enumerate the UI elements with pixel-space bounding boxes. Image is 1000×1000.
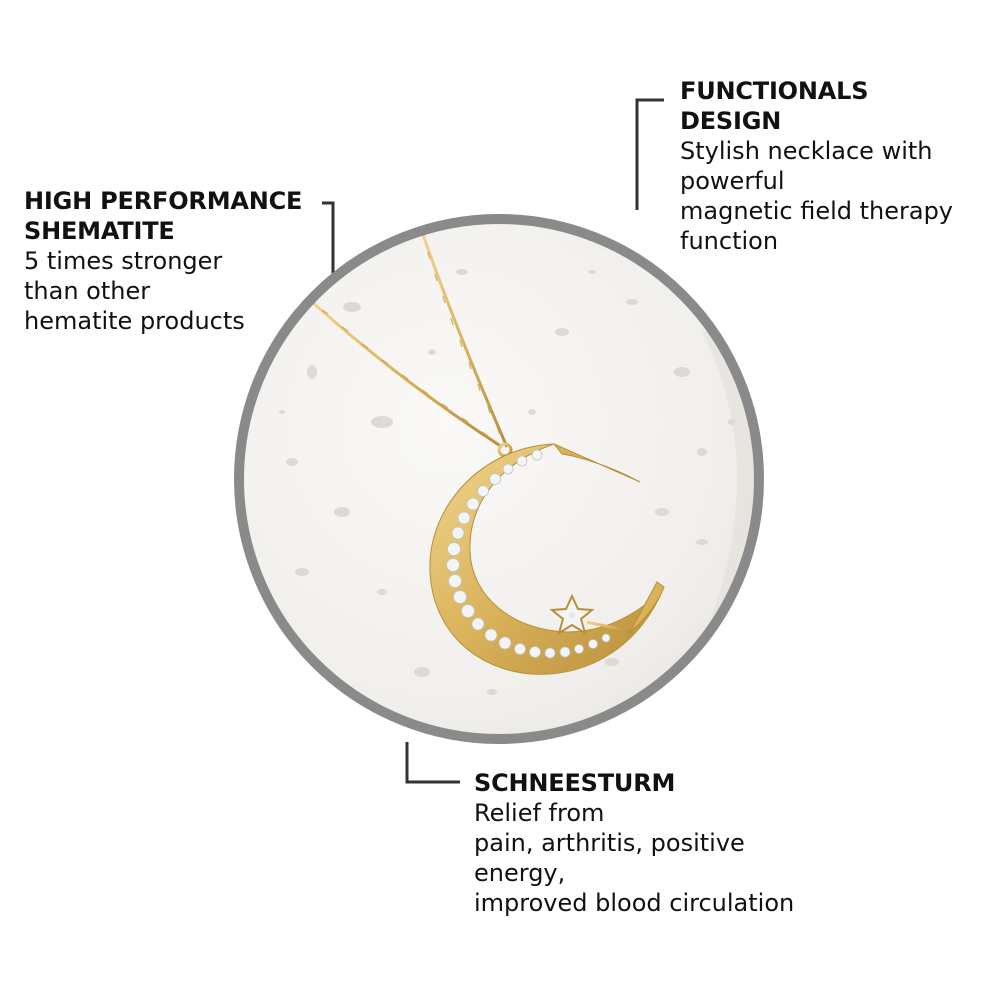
- callout-title-line: SHEMATITE: [24, 217, 175, 245]
- callout-body-line: powerful: [680, 167, 785, 195]
- callout-body-line: pain, arthritis, positive: [474, 829, 745, 857]
- callout-body: Stylish necklace with powerful magnetic …: [680, 136, 990, 256]
- callout-body-line: magnetic field therapy: [680, 197, 954, 225]
- callout-body-line: Stylish necklace with: [680, 137, 933, 165]
- callout-title: FUNCTIONALS DESIGN: [680, 76, 990, 136]
- crystal-stones: [446, 449, 611, 659]
- callout-title-line: HIGH PERFORMANCE: [24, 187, 303, 215]
- callout-title-line: SCHNEESTURM: [474, 769, 676, 797]
- callout-title: HIGH PERFORMANCE SHEMATITE: [24, 186, 324, 246]
- leader-line-right: [635, 98, 664, 210]
- callout-schneesturm: SCHNEESTURM Relief from pain, arthritis,…: [474, 768, 894, 918]
- callout-high-performance: HIGH PERFORMANCE SHEMATITE 5 times stron…: [24, 186, 324, 336]
- callout-body-line: Relief from: [474, 799, 605, 827]
- necklace-moon-star-pendant-icon: [234, 214, 764, 744]
- callout-title-line: DESIGN: [680, 107, 782, 135]
- callout-body-line: hematite products: [24, 307, 245, 335]
- plaster-texture: [279, 269, 736, 695]
- callout-body: 5 times stronger than other hematite pro…: [24, 246, 324, 336]
- leader-line-bottom: [405, 742, 460, 784]
- crescent-moon-pendant: [429, 443, 665, 675]
- photo-frame-ring: [234, 214, 764, 744]
- callout-title-line: FUNCTIONALS: [680, 77, 869, 105]
- product-photo: [232, 212, 766, 746]
- callout-body-line: function: [680, 227, 779, 255]
- callout-functional-design: FUNCTIONALS DESIGN Stylish necklace with…: [680, 76, 990, 256]
- callout-title: SCHNEESTURM: [474, 768, 894, 798]
- callout-body-line: than other: [24, 277, 151, 305]
- callout-body-line: 5 times stronger: [24, 247, 223, 275]
- callout-body-line: improved blood circulation: [474, 889, 795, 917]
- callout-body-line: energy,: [474, 859, 566, 887]
- star-charm: [549, 593, 633, 636]
- necklace-chain: [311, 231, 509, 449]
- callout-body: Relief from pain, arthritis, positive en…: [474, 798, 894, 918]
